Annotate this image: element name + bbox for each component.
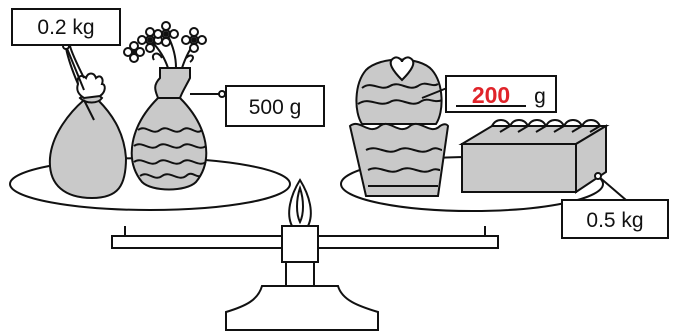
tag-cake-answer: 200 <box>472 82 510 108</box>
tag-cake-unit: g <box>534 85 546 108</box>
heart-icon <box>389 56 415 82</box>
flower-icon <box>123 21 207 63</box>
tag-bag: 0.2 kg <box>11 8 121 46</box>
loaf <box>458 119 610 194</box>
tag-cake: 200 g <box>445 75 557 113</box>
scale-stand <box>111 178 499 331</box>
vase <box>130 35 208 191</box>
tag-vase-text: 500 g <box>249 96 302 119</box>
tag-vase: 500 g <box>225 85 325 127</box>
hand-icon <box>65 45 106 100</box>
tag-bag-text: 0.2 kg <box>37 16 94 39</box>
cake <box>348 58 450 197</box>
bag <box>48 92 128 200</box>
tag-loaf-text: 0.5 kg <box>586 209 643 232</box>
tag-loaf: 0.5 kg <box>561 199 669 239</box>
